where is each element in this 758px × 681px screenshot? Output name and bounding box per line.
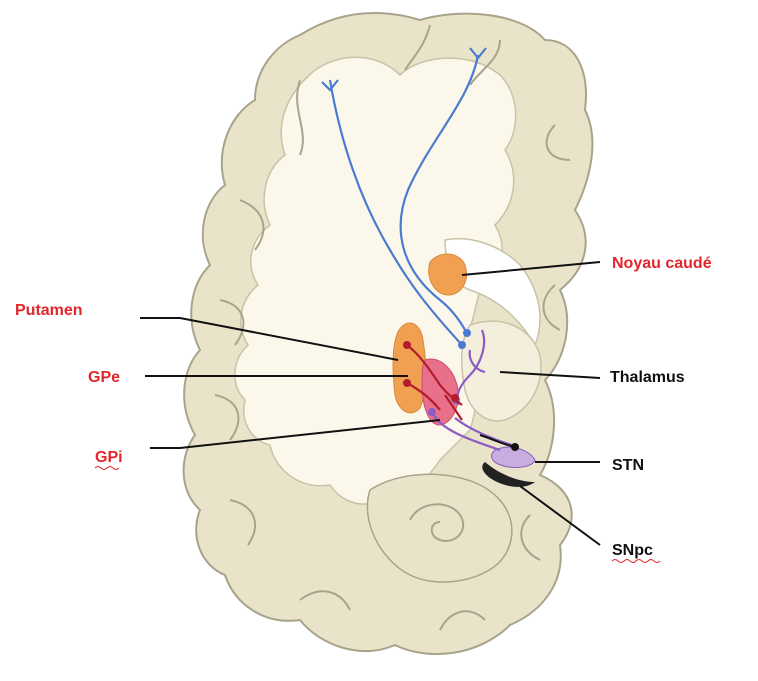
blue-terminal-2	[463, 329, 471, 337]
purple-terminal-1	[428, 408, 436, 416]
label-putamen: Putamen	[15, 302, 83, 319]
red-terminal-2	[403, 379, 411, 387]
label-stn: STN	[612, 457, 644, 474]
red-terminal-1	[403, 341, 411, 349]
black-terminal	[511, 443, 519, 451]
blue-terminal-1	[458, 341, 466, 349]
label-noyau-caude: Noyau caudé	[612, 255, 712, 272]
label-gpi: GPi	[95, 449, 123, 466]
label-snpc: SNpc	[612, 542, 653, 559]
snpc-squiggle	[612, 560, 660, 563]
putamen	[393, 323, 426, 413]
label-thalamus: Thalamus	[610, 369, 685, 386]
label-gpe: GPe	[88, 369, 120, 386]
gpi-squiggle	[95, 467, 119, 470]
red-terminal-3	[451, 394, 459, 402]
